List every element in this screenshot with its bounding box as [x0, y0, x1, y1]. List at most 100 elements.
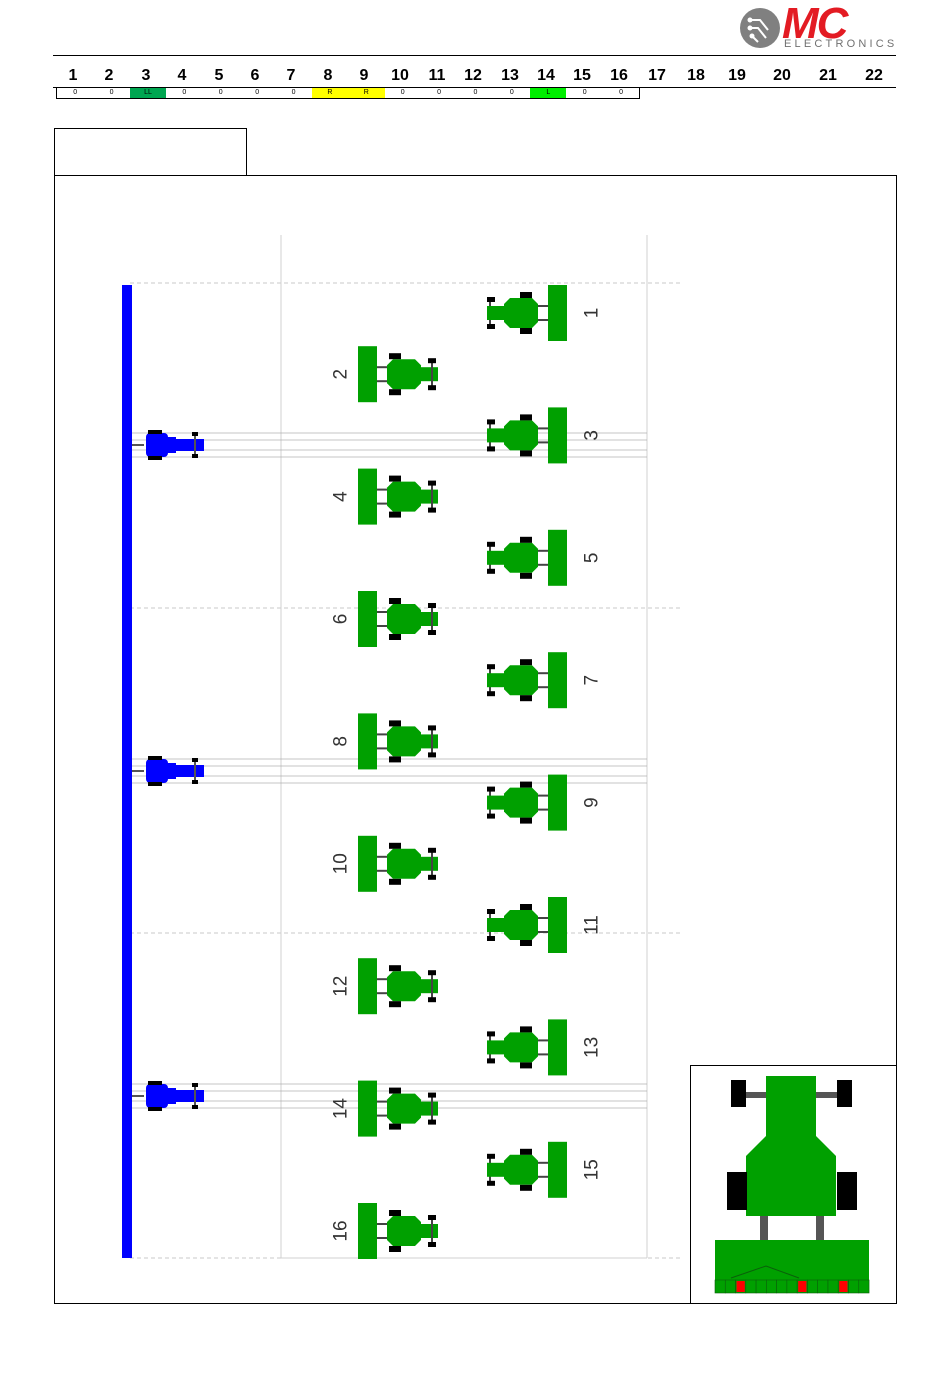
front-wheel	[487, 569, 495, 574]
front-axle	[194, 435, 196, 455]
hitch-arm	[538, 686, 548, 688]
front-wheel	[428, 1215, 436, 1220]
planter-unit	[487, 1142, 567, 1198]
tractor-hood	[176, 1090, 204, 1102]
rear-wheel	[520, 940, 532, 946]
planter-unit	[358, 713, 438, 769]
planter-unit	[487, 530, 567, 586]
hitch-arm	[538, 319, 548, 321]
row-cell	[807, 1280, 817, 1293]
rear-wheel	[520, 1026, 532, 1032]
hitch-arm	[377, 611, 387, 613]
seed-bar	[548, 530, 567, 586]
tractor-detail-illustration	[691, 1066, 896, 1303]
seed-bar	[548, 652, 567, 708]
unit-hood	[413, 1102, 438, 1116]
front-wheel	[192, 1105, 198, 1109]
front-axle	[431, 485, 433, 509]
row-number-label: 5	[582, 553, 603, 564]
active-row-sensor	[839, 1281, 847, 1292]
row-number-label: 15	[582, 1159, 603, 1180]
front-wheel	[192, 1083, 198, 1087]
rear-wheel	[520, 450, 532, 456]
front-axle	[431, 607, 433, 631]
seed-bar	[358, 1203, 377, 1259]
front-wheel	[192, 780, 198, 784]
hitch-arm	[816, 1216, 824, 1240]
blue-tractor	[132, 1081, 204, 1111]
row-cell	[725, 1280, 735, 1293]
front-wheel	[487, 787, 495, 792]
row-cell	[787, 1280, 797, 1293]
seed-bar	[548, 285, 567, 341]
rear-wheel	[520, 782, 532, 788]
drawbar	[132, 444, 144, 446]
rear-wheel	[389, 512, 401, 518]
front-wheel	[428, 1120, 436, 1125]
hitch-arm	[377, 870, 387, 872]
seed-bar	[548, 1142, 567, 1198]
hitch-arm	[377, 856, 387, 858]
rear-wheel	[520, 818, 532, 824]
rear-wheel	[389, 720, 401, 726]
tractor-body	[166, 1088, 176, 1104]
rear-wheel	[520, 904, 532, 910]
front-wheel	[192, 758, 198, 762]
seed-bar	[548, 407, 567, 463]
rear-wheel	[520, 659, 532, 665]
front-wheel	[192, 454, 198, 458]
front-axle	[431, 729, 433, 753]
row-number-label: 9	[582, 797, 603, 808]
planter-unit	[358, 346, 438, 402]
rear-wheel	[389, 965, 401, 971]
rear-wheel	[389, 634, 401, 640]
seed-bar	[358, 346, 377, 402]
tractor-hood	[176, 439, 204, 451]
tractor-body	[146, 433, 168, 457]
unit-hood	[413, 979, 438, 993]
tractor-body	[146, 759, 168, 783]
planter-unit	[358, 469, 438, 525]
rear-wheel	[520, 573, 532, 579]
row-number-label: 13	[582, 1037, 603, 1058]
front-wheel	[487, 936, 495, 941]
row-cell	[849, 1280, 859, 1293]
planter-unit	[358, 958, 438, 1014]
row-cell	[777, 1280, 787, 1293]
rear-wheel	[389, 1210, 401, 1216]
row-number-label: 12	[331, 976, 352, 997]
hitch-arm	[538, 1039, 548, 1041]
rear-wheel	[520, 1149, 532, 1155]
unit-body	[504, 665, 538, 695]
unit-body	[504, 788, 538, 818]
planter-unit	[358, 836, 438, 892]
row-cell	[756, 1280, 766, 1293]
row-number-label: 6	[331, 614, 352, 625]
rear-wheel	[520, 537, 532, 543]
planter-unit	[358, 591, 438, 647]
row-cell	[746, 1280, 756, 1293]
hitch-arm	[377, 733, 387, 735]
unit-hood	[413, 490, 438, 504]
hitch-arm	[760, 1216, 768, 1240]
unit-hood	[413, 612, 438, 626]
active-row-sensor	[737, 1281, 745, 1292]
front-wheel	[428, 997, 436, 1002]
rear-wheel	[389, 843, 401, 849]
planter-unit	[487, 285, 567, 341]
hitch-arm	[377, 978, 387, 980]
front-wheel	[428, 358, 436, 363]
front-wheel	[487, 691, 495, 696]
row-number-label: 1	[582, 308, 603, 319]
hitch-arm	[538, 550, 548, 552]
rear-wheel	[520, 1185, 532, 1191]
rear-wheel	[148, 456, 162, 460]
seed-bar	[358, 958, 377, 1014]
front-wheel	[487, 1058, 495, 1063]
rear-wheel	[727, 1172, 747, 1210]
front-wheel	[428, 970, 436, 975]
planter-unit	[487, 407, 567, 463]
front-wheel	[428, 848, 436, 853]
hitch-arm	[377, 747, 387, 749]
rear-wheel	[520, 328, 532, 334]
